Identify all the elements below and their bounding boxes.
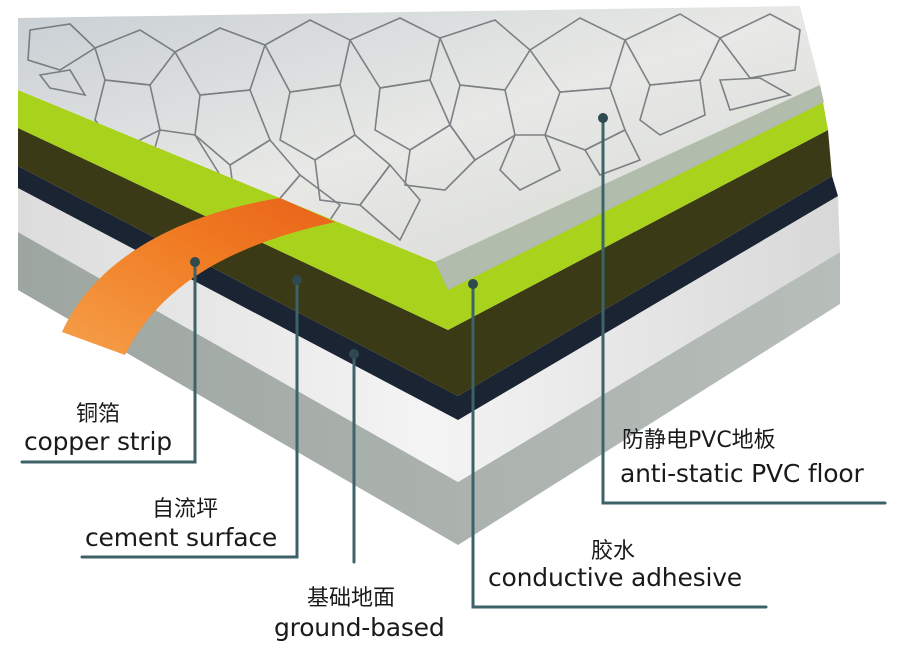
conductive-adhesive-label-en: conductive adhesive — [488, 563, 742, 592]
cement-surface-label-en: cement surface — [85, 523, 278, 552]
pvc-floor-texture — [27, 13, 801, 242]
cement-surface-label-zh: 自流坪 — [152, 497, 219, 522]
conductive-adhesive-leader — [471, 282, 768, 609]
pvc-floor-label-zh: 防静电PVC地板 — [622, 428, 776, 453]
pvc-floor-cutaway — [435, 85, 824, 290]
copper-strip-leader — [20, 260, 197, 464]
ground-based-label-zh: 基础地面 — [307, 586, 396, 611]
pvc-floor-dot — [598, 113, 608, 123]
ground-based-dot — [349, 349, 359, 359]
ground-base-layer — [18, 232, 840, 545]
conductive-adhesive-layer — [18, 85, 828, 330]
copper-strip-label-zh: 铜箔 — [76, 402, 121, 427]
cement-surface-leader — [80, 278, 299, 559]
pvc-floor-leader — [601, 116, 887, 505]
copper-strip-dot — [190, 257, 200, 267]
ground-based-label-en: ground-based — [274, 613, 445, 642]
leader-lines — [20, 116, 887, 609]
conductive-adhesive-dot — [468, 279, 478, 289]
copper-strip-label-en: copper strip — [24, 427, 172, 456]
conductive-adhesive-label-zh: 胶水 — [591, 539, 636, 564]
pvc-floor-label-en: anti-static PVC floor — [620, 459, 864, 488]
pvc-floor-layer — [18, 6, 820, 262]
copper-strip — [62, 198, 335, 355]
cement-surface-layer — [18, 128, 832, 396]
cement-surface-dot — [292, 275, 302, 285]
white-layer — [18, 188, 840, 482]
